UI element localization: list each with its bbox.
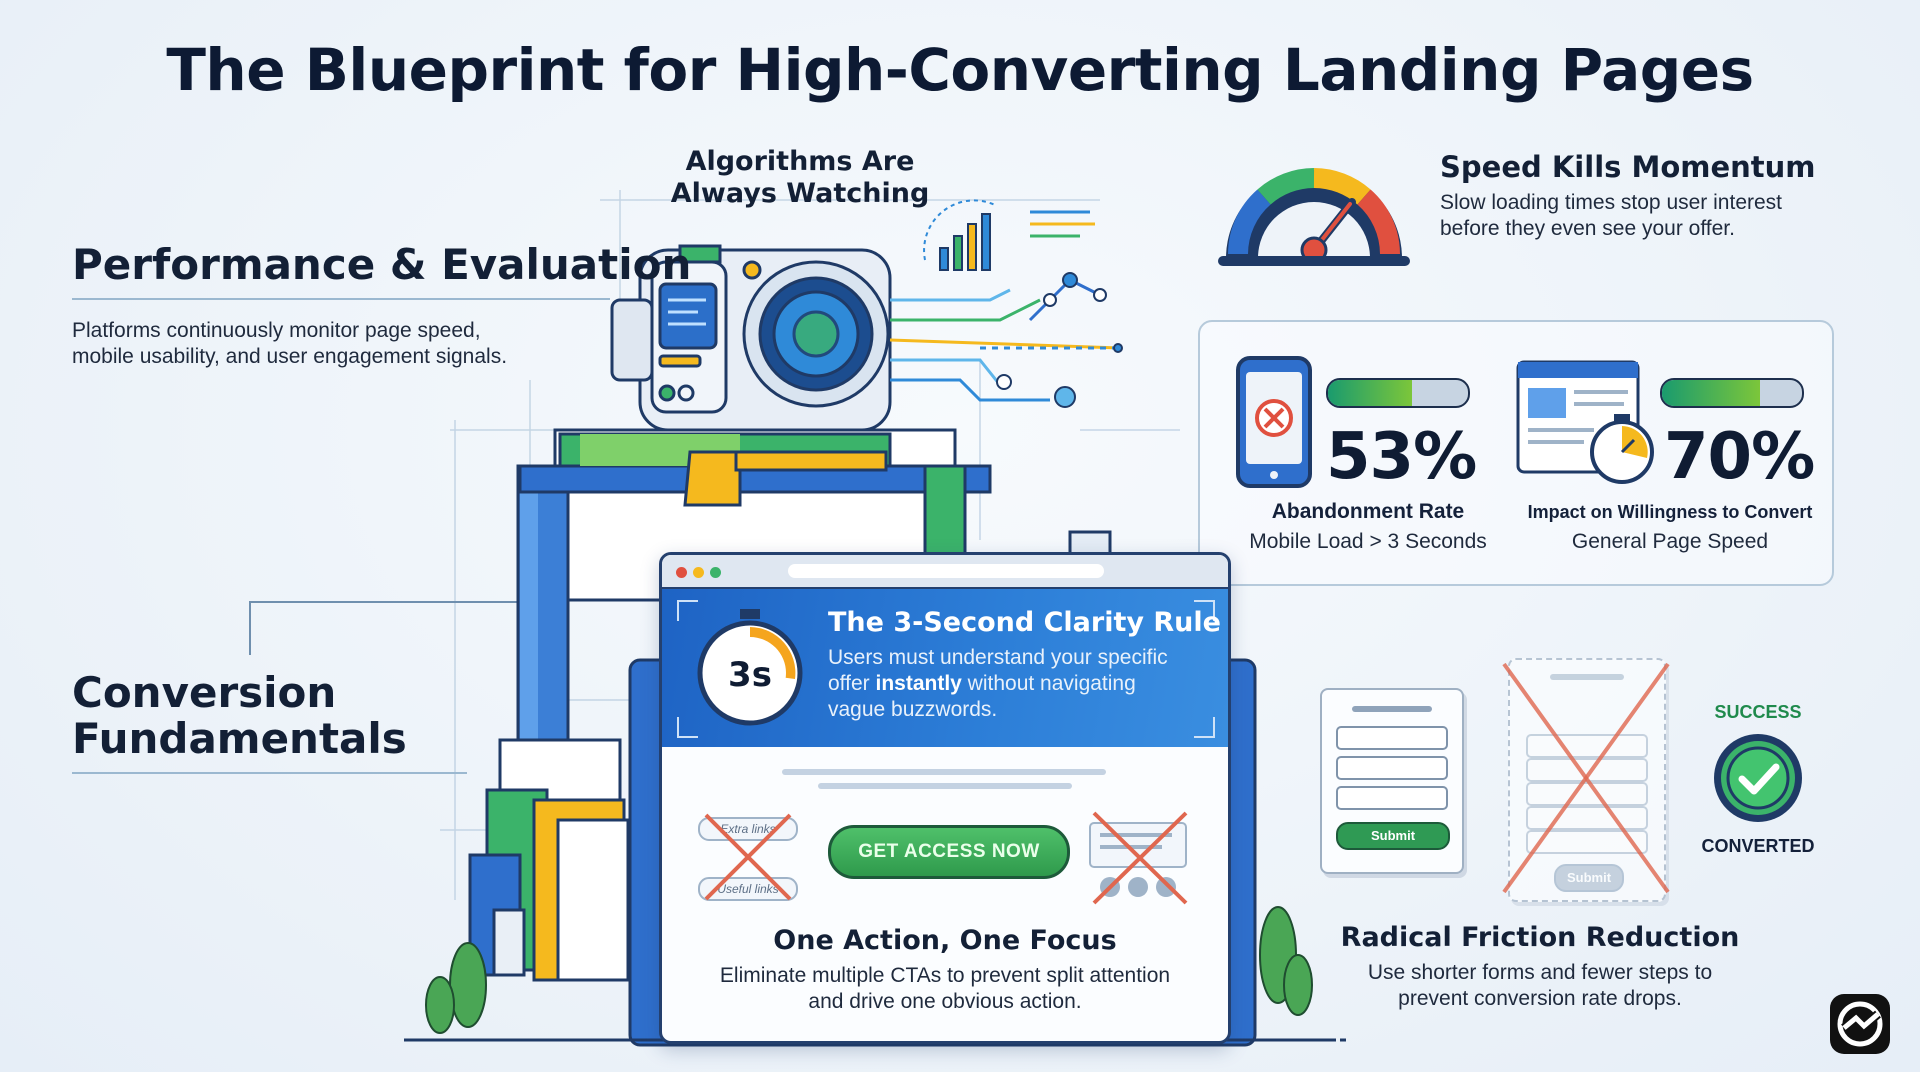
short-form-card: Submit <box>1320 688 1464 874</box>
browser-stopwatch-icon <box>1516 360 1654 484</box>
conversion-divider <box>72 772 467 774</box>
content-line <box>818 783 1072 789</box>
one-action-line1: Eliminate multiple CTAs to prevent split… <box>719 964 1171 987</box>
clarity-text: Users must understand your specific offe… <box>828 645 1168 723</box>
form-field[interactable] <box>1336 726 1448 750</box>
friction-heading: Radical Friction Reduction <box>1340 922 1740 953</box>
form-field <box>1526 806 1648 830</box>
performance-text-line2: mobile usability, and user engagement si… <box>72 345 508 368</box>
form-field <box>1526 782 1648 806</box>
performance-divider <box>72 298 610 300</box>
clarity-line2: offer instantly without navigating <box>828 671 1168 697</box>
algorithms-line2: Always Watching <box>670 178 930 209</box>
conversion-line1: Conversion <box>72 668 337 717</box>
converted-label: CONVERTED <box>1701 836 1815 856</box>
stat2-progress-bar <box>1660 378 1804 408</box>
one-action-text: Eliminate multiple CTAs to prevent split… <box>662 963 1228 1015</box>
one-action-heading: One Action, One Focus <box>773 925 1117 956</box>
stat1-sub: Mobile Load > 3 Seconds <box>1249 530 1487 553</box>
performance-text: Platforms continuously monitor page spee… <box>72 318 507 370</box>
page-title: The Blueprint for High-Converting Landin… <box>166 36 1754 104</box>
stat2-sub: General Page Speed <box>1571 530 1769 553</box>
stat2-label: Impact on Willingness to Convert <box>1527 502 1813 522</box>
long-form-cross-icon <box>1502 662 1670 894</box>
mobile-phone-icon <box>1236 356 1312 488</box>
speedometer-icon <box>1218 168 1410 266</box>
checkmark-icon <box>1714 734 1802 822</box>
stat1-progress-bar <box>1326 378 1470 408</box>
content-line <box>782 769 1106 775</box>
stopwatch-icon <box>697 609 803 726</box>
long-form-submit-button: Submit <box>1554 864 1624 892</box>
social-links-crossed-icon <box>1089 811 1188 905</box>
speed-text: Slow loading times stop user interest be… <box>1440 190 1782 242</box>
performance-heading: Performance & Evaluation <box>72 240 692 289</box>
conversion-heading: Conversion Fundamentals <box>72 670 407 762</box>
friction-text: Use shorter forms and fewer steps to pre… <box>1300 960 1780 1012</box>
hero-frame-corners <box>677 600 1215 738</box>
brand-logo-icon <box>1837 1001 1883 1047</box>
conversion-line2: Fundamentals <box>72 714 407 763</box>
stat2-progress-fill <box>1662 380 1760 406</box>
maximize-dot-icon <box>710 567 721 578</box>
form-field[interactable] <box>1336 786 1448 810</box>
clarity-line1: Users must understand your specific <box>828 646 1168 669</box>
clarity-line2-pre: offer <box>828 672 876 695</box>
speed-text-line1: Slow loading times stop user interest <box>1440 191 1782 214</box>
close-dot-icon <box>676 567 687 578</box>
form-title-line <box>1550 674 1624 680</box>
form-field <box>1526 734 1648 758</box>
brand-logo <box>1830 994 1890 1054</box>
algorithms-line1: Algorithms Are <box>685 146 915 177</box>
stat1-value: 53% <box>1326 420 1477 494</box>
minimize-dot-icon <box>693 567 704 578</box>
friction-line1: Use shorter forms and fewer steps to <box>1367 961 1713 984</box>
clarity-badge: 3s <box>728 655 772 695</box>
form-field[interactable] <box>1336 756 1448 780</box>
stat2-value: 70% <box>1664 420 1815 494</box>
stat1-label: Abandonment Rate <box>1271 500 1465 523</box>
one-action-line2: and drive one obvious action. <box>808 990 1082 1013</box>
landing-page-window: 3s The 3-Second Clarity Rule Users must … <box>659 552 1231 1044</box>
clarity-line2-bold: instantly <box>875 672 962 695</box>
clarity-line3: vague buzzwords. <box>828 698 998 721</box>
performance-text-line1: Platforms continuously monitor page spee… <box>72 319 481 342</box>
get-access-button[interactable]: GET ACCESS NOW <box>828 825 1070 879</box>
speed-heading: Speed Kills Momentum <box>1440 150 1816 184</box>
clarity-hero: 3s The 3-Second Clarity Rule Users must … <box>662 589 1228 747</box>
success-label: SUCCESS <box>1714 702 1802 722</box>
cross-icon <box>704 813 792 901</box>
stat1-progress-fill <box>1328 380 1412 406</box>
clarity-line2-post: without navigating <box>961 672 1136 695</box>
algorithms-label: Algorithms Are Always Watching <box>660 146 940 210</box>
address-bar[interactable] <box>788 564 1104 578</box>
clarity-heading: The 3-Second Clarity Rule <box>828 607 1221 638</box>
form-title-line <box>1352 706 1432 712</box>
short-form-submit-button[interactable]: Submit <box>1336 822 1450 850</box>
browser-toolbar <box>662 555 1228 589</box>
speed-text-line2: before they even see your offer. <box>1440 217 1735 240</box>
friction-line2: prevent conversion rate drops. <box>1398 987 1682 1010</box>
